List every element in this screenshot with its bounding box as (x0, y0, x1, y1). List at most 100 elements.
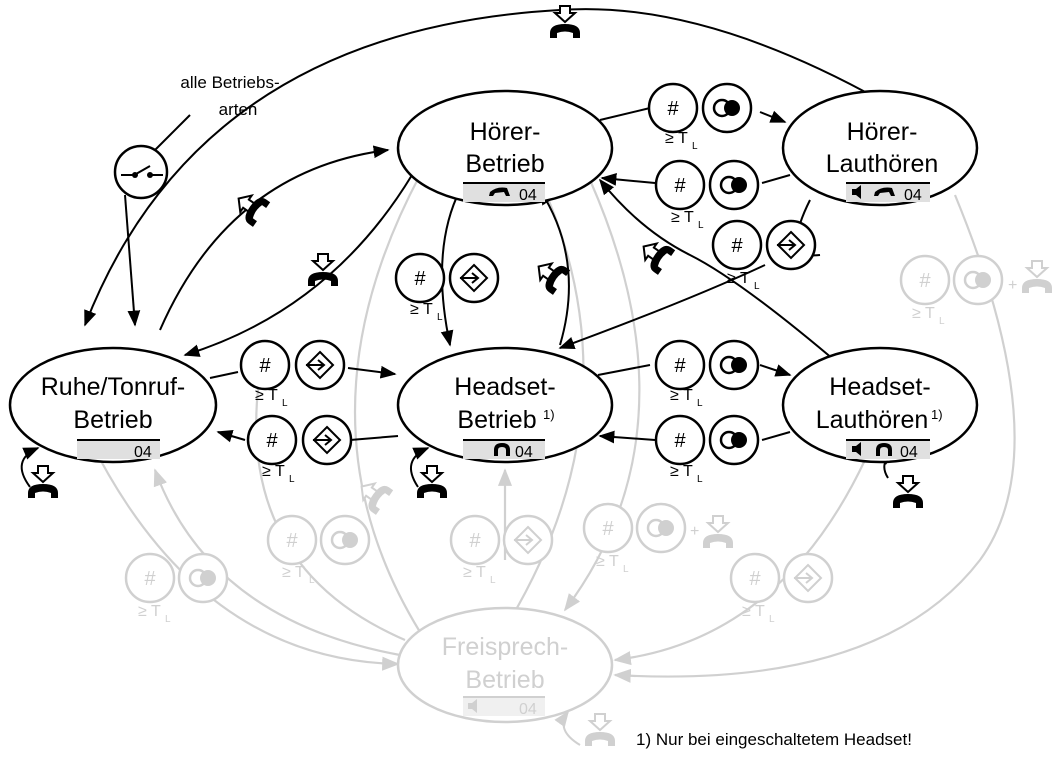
speaker-key-icon (177, 552, 229, 604)
state-headset-lauthoeren (781, 346, 979, 464)
hoerer-laut-display: 04 (904, 187, 922, 204)
speaker-key-icon (708, 339, 760, 391)
enter-key-icon (448, 252, 500, 304)
threshold-label: ≥ T (596, 553, 619, 570)
svg-text:#: # (674, 355, 686, 377)
svg-text:#: # (674, 175, 686, 197)
hash-key-icon: # (711, 219, 763, 271)
speaker-icon (852, 442, 861, 456)
handset-icon (874, 187, 895, 196)
display-ruhe: 04 (77, 439, 160, 461)
handset-up-icon (231, 189, 271, 227)
speaker-key-icon (952, 254, 1004, 306)
threshold-subscript: L (692, 141, 698, 152)
svg-text:#: # (259, 355, 271, 377)
threshold-label: ≥ T (282, 564, 305, 581)
hoerer-line2: Betrieb (465, 150, 544, 178)
switch-icon (113, 144, 169, 200)
threshold-label: ≥ T (671, 209, 694, 226)
threshold-label: ≥ T (742, 603, 765, 620)
freisprech-display: 04 (519, 701, 537, 718)
headset-icon (876, 443, 892, 456)
hash-key-icon: # (246, 414, 298, 466)
speaker-key-icon (319, 514, 371, 566)
hash-key-icon: # (654, 414, 706, 466)
headset-sup: 1) (543, 407, 555, 422)
threshold-subscript: L (697, 398, 703, 409)
freisprech-line2: Betrieb (465, 666, 544, 694)
handset-down-icon (703, 515, 733, 548)
svg-text:#: # (602, 518, 614, 540)
threshold-subscript: L (623, 564, 629, 575)
svg-text:#: # (286, 530, 298, 552)
threshold-subscript: L (490, 575, 496, 586)
threshold-label: ≥ T (727, 270, 750, 287)
threshold-subscript: L (289, 474, 295, 485)
threshold-subscript: L (437, 312, 443, 323)
threshold-label: ≥ T (410, 301, 433, 318)
headset-laut-line2: Lauthören (816, 406, 929, 434)
svg-text:#: # (469, 530, 481, 552)
ruhe-display: 04 (134, 444, 152, 461)
threshold-subscript: L (754, 281, 760, 292)
headset-icon (494, 443, 510, 456)
svg-text:#: # (731, 235, 743, 257)
threshold-subscript: L (939, 316, 945, 327)
svg-text:#: # (266, 430, 278, 452)
handset-down-icon (28, 465, 58, 498)
state-freisprech-betrieb (396, 606, 614, 724)
handset-up-icon (636, 237, 676, 275)
handset-down-icon (893, 475, 923, 508)
hash-key-icon: # (654, 339, 706, 391)
hash-key-icon: # (449, 514, 501, 566)
threshold-subscript: L (698, 220, 704, 231)
enter-key-icon (782, 552, 834, 604)
headset-key-icon (708, 159, 760, 211)
threshold-label: ≥ T (138, 603, 161, 620)
svg-text:#: # (667, 98, 679, 120)
headset-line2: Betrieb (457, 406, 536, 434)
freisprech-line1: Freisprech- (442, 633, 568, 661)
svg-text:#: # (749, 568, 761, 590)
handset-up-icon (531, 257, 571, 295)
state-ruhe-betrieb (8, 346, 218, 464)
headset-display: 04 (515, 444, 533, 461)
display-headset: 04 (463, 439, 545, 461)
display-hoerer: 04 (463, 182, 545, 204)
hash-key-icon: # (266, 514, 318, 566)
threshold-subscript: L (697, 474, 703, 485)
headset-key-icon (708, 414, 760, 466)
svg-text:#: # (919, 270, 931, 292)
threshold-label: ≥ T (463, 564, 486, 581)
state-headset-betrieb (396, 346, 614, 464)
hash-key-icon: # (899, 254, 951, 306)
plus-sign: + (690, 523, 699, 540)
handset-icon (489, 187, 510, 196)
hoerer-display: 04 (519, 187, 537, 204)
hash-key-icon: # (394, 252, 446, 304)
headset-laut-display: 04 (900, 444, 918, 461)
hoerer-line1: Hörer- (470, 118, 541, 146)
speaker-icon (852, 185, 861, 199)
hoerer-laut-line2: Lauthören (826, 150, 939, 178)
svg-text:#: # (414, 268, 426, 290)
threshold-label: ≥ T (912, 305, 935, 322)
hash-key-icon: # (239, 339, 291, 391)
footnote: 1) Nur bei eingeschaltetem Headset! (636, 730, 912, 749)
threshold-label: ≥ T (262, 463, 285, 480)
hoerer-laut-line1: Hörer- (847, 118, 918, 146)
hash-key-icon: # (729, 552, 781, 604)
headset-laut-line1: Headset- (829, 373, 930, 401)
enter-key-icon (502, 514, 554, 566)
threshold-label: ≥ T (670, 387, 693, 404)
hash-key-icon: # (647, 82, 699, 134)
threshold-label: ≥ T (665, 130, 688, 147)
enter-key-icon (301, 414, 353, 466)
threshold-label: ≥ T (255, 387, 278, 404)
ruhe-line2: Betrieb (73, 406, 152, 434)
display-headset-laut: 04 (846, 439, 930, 461)
speaker-key-icon (635, 502, 687, 554)
enter-key-icon (765, 219, 817, 271)
hash-key-icon: # (582, 502, 634, 554)
svg-text:#: # (144, 568, 156, 590)
